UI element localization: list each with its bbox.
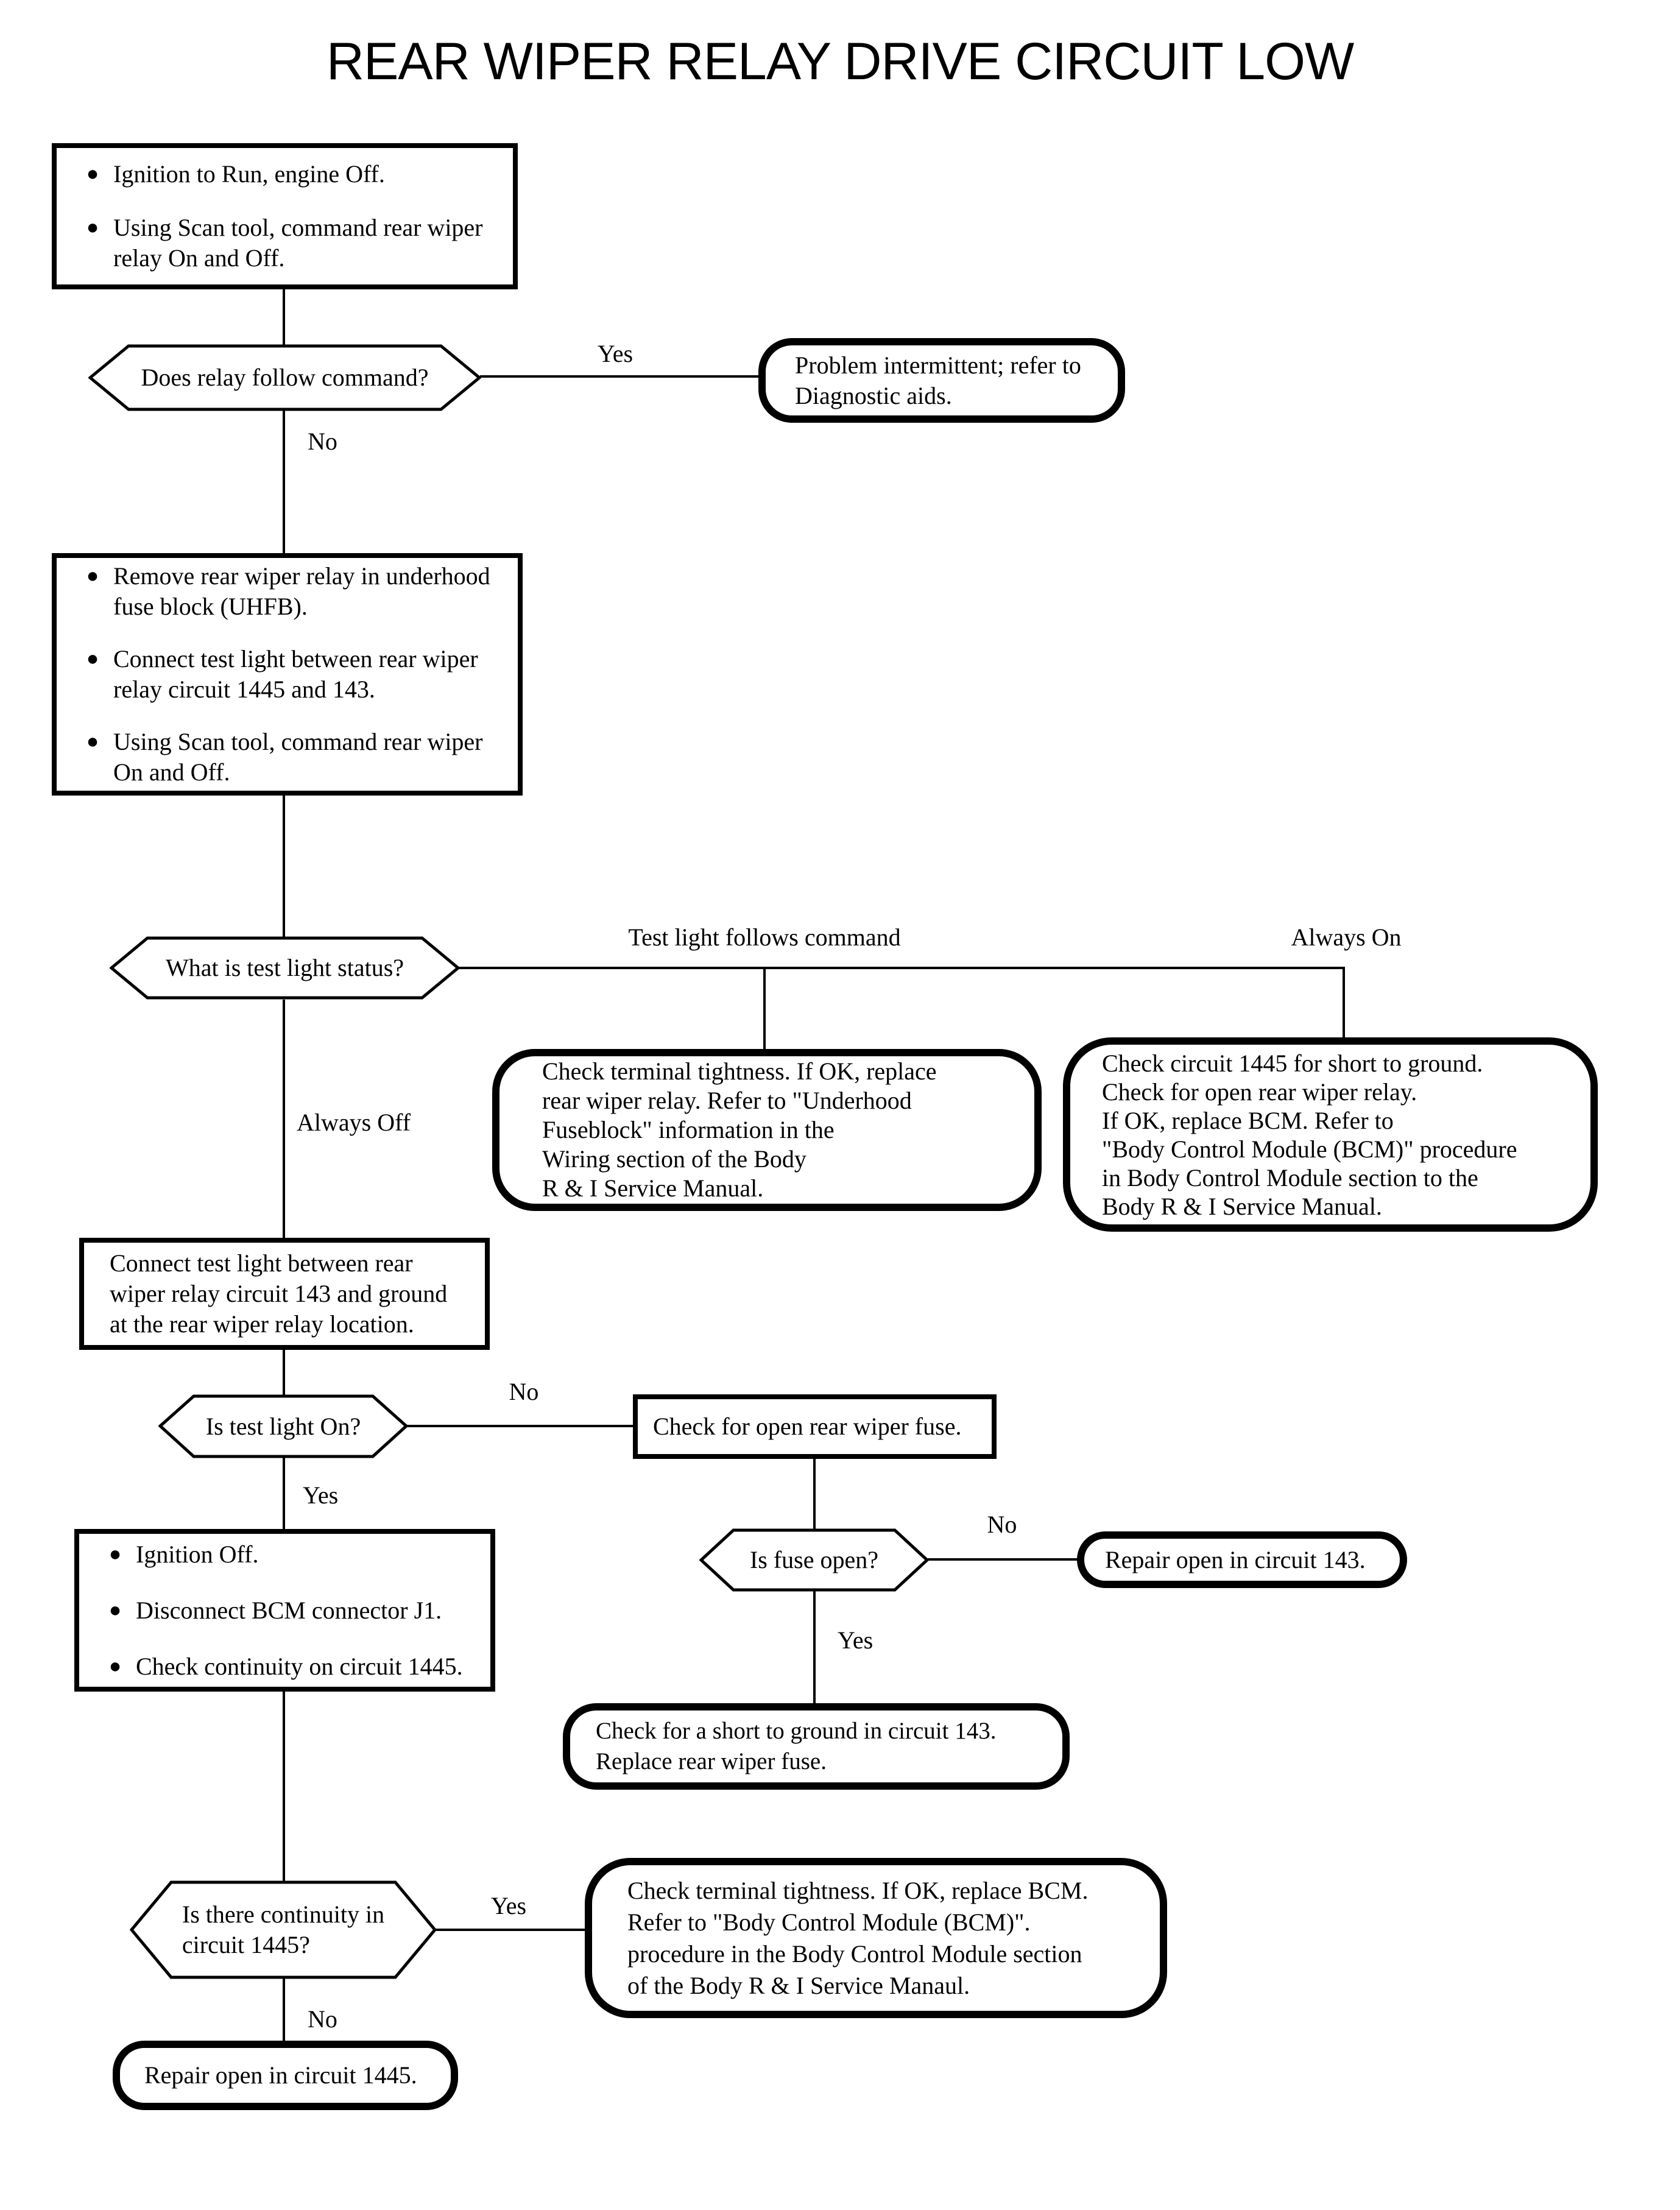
connector-ignitionoff-to-continuity-decision <box>283 1690 285 1881</box>
edge-label-always-off: Always Off <box>297 1109 411 1136</box>
connector-drop-always-on <box>1343 968 1345 1039</box>
connector-always-off <box>283 1000 285 1239</box>
hexagon-shape <box>110 936 460 1000</box>
node-testlight-status-decision: What is test light status? <box>110 936 460 1000</box>
connector-relay-no <box>283 410 285 554</box>
list-item: ● Connect test light between rear wiper … <box>72 644 512 705</box>
list-item: ● Check continuity on circuit 1445. <box>94 1651 484 1682</box>
node-continuity-decision: Is there continuity in circuit 1445? <box>130 1880 437 1979</box>
hexagon-shape <box>88 344 481 411</box>
node-check-circuit-1445: Check circuit 1445 for short to ground. … <box>1063 1037 1598 1232</box>
bullet-icon: ● <box>108 1542 122 1566</box>
list-item: ● Disconnect BCM connector J1. <box>94 1595 484 1626</box>
node-step2-box: ● Remove rear wiper relay in underhood f… <box>52 553 523 796</box>
list-item: ● Using Scan tool, command rear wiper On… <box>72 727 512 788</box>
node-connect-testlight-box: Connect test light between rear wiper re… <box>79 1238 490 1350</box>
node-fuse-open-decision: Is fuse open? <box>699 1528 929 1592</box>
connector-start-to-relay-decision <box>283 288 285 345</box>
list-item: ● Ignition Off. <box>94 1539 484 1570</box>
node-ignition-off-box: ● Ignition Off. ● Disconnect BCM connect… <box>74 1529 495 1692</box>
bullet-icon: ● <box>86 163 99 185</box>
bullet-icon: ● <box>86 565 99 587</box>
connector-testlight-no <box>407 1425 634 1427</box>
bullet-icon: ● <box>108 1654 122 1678</box>
node-start-box: ● Ignition to Run, engine Off. ● Using S… <box>52 143 518 289</box>
edge-label-follows-command: Test light follows command <box>628 923 901 951</box>
bullet-icon: ● <box>108 1598 122 1622</box>
list-item: ● Ignition to Run, engine Off. <box>72 159 504 189</box>
edge-label-testlight-no: No <box>509 1378 539 1405</box>
connector-fuse-yes <box>813 1590 816 1704</box>
edge-label-always-on: Always On <box>1291 923 1402 951</box>
edge-label-continuity-no: No <box>308 2005 337 2033</box>
node-check-open-fuse-box: Check for open rear wiper fuse. <box>633 1394 997 1459</box>
edge-label-relay-yes: Yes <box>597 340 634 367</box>
hexagon-shape <box>130 1880 437 1979</box>
node-short-to-ground-143: Check for a short to ground in circuit 1… <box>563 1703 1070 1790</box>
bullet-icon: ● <box>86 730 99 753</box>
bullet-icon: ● <box>86 648 99 670</box>
connector-drop-follows-command <box>763 968 766 1050</box>
hexagon-shape <box>158 1394 408 1458</box>
node-check-terminal-bcm: Check terminal tightness. If OK, replace… <box>585 1858 1167 2018</box>
node-check-terminal-relay: Check terminal tightness. If OK, replace… <box>492 1049 1042 1211</box>
node-repair-open-143: Repair open in circuit 143. <box>1077 1531 1407 1588</box>
hexagon-shape <box>699 1528 929 1592</box>
node-problem-intermittent: Problem intermittent; refer to Diagnosti… <box>758 338 1125 423</box>
edge-label-relay-no: No <box>308 428 337 455</box>
node-repair-open-1445: Repair open in circuit 1445. <box>113 2041 458 2110</box>
bullet-icon: ● <box>86 216 99 239</box>
connector-relay-yes <box>480 375 760 378</box>
node-testlight-on-decision: Is test light On? <box>158 1394 408 1458</box>
connector-step2-to-status-decision <box>283 794 285 937</box>
list-item: ● Using Scan tool, command rear wiper re… <box>72 213 504 274</box>
connector-status-branches <box>459 967 1345 969</box>
connector-fuse-no <box>928 1558 1078 1561</box>
edge-label-testlight-yes: Yes <box>303 1481 339 1509</box>
edge-label-continuity-yes: Yes <box>490 1892 527 1919</box>
connector-continuity-no <box>283 1978 285 2042</box>
connector-continuity-yes <box>436 1929 586 1931</box>
list-item: ● Remove rear wiper relay in underhood f… <box>72 561 512 622</box>
page-title: REAR WIPER RELAY DRIVE CIRCUIT LOW <box>326 32 1354 91</box>
edge-label-fuse-no: No <box>987 1511 1017 1538</box>
connector-testlight-yes <box>283 1457 285 1530</box>
node-relay-follow-decision: Does relay follow command? <box>88 344 481 411</box>
edge-label-fuse-yes: Yes <box>838 1626 874 1654</box>
connector-connect-to-testlight-decision <box>283 1349 285 1396</box>
connector-fusebox-to-fuse-decision <box>813 1458 816 1530</box>
